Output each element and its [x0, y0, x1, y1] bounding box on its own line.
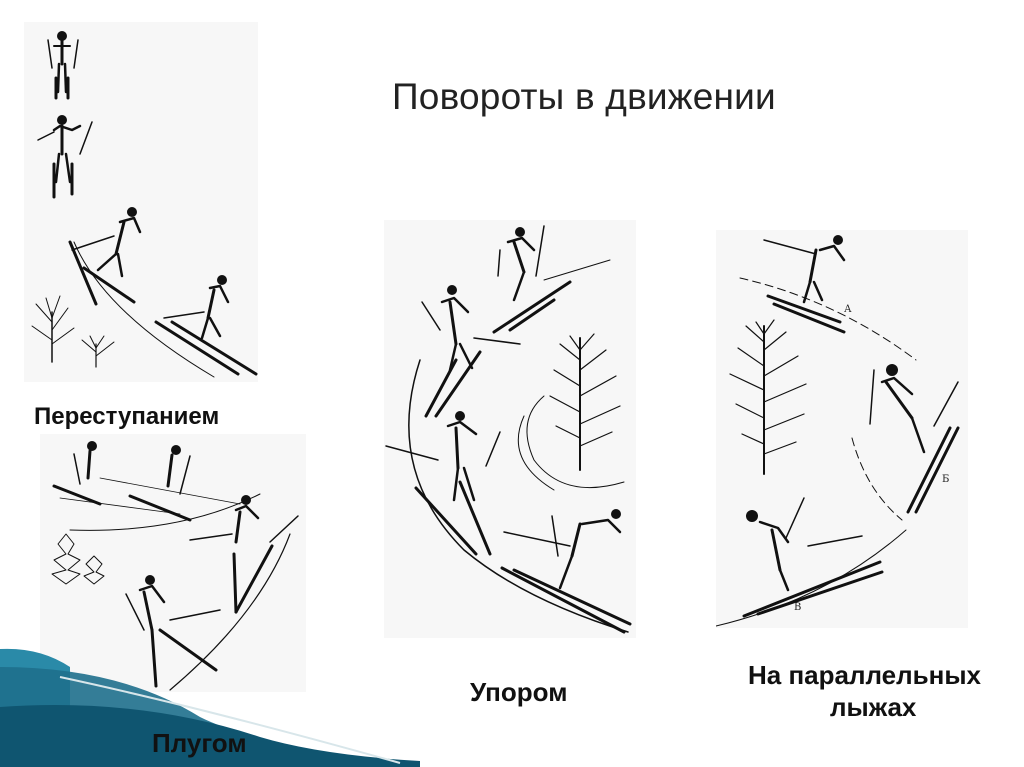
tree-icon	[549, 333, 621, 471]
skier-figure	[52, 441, 102, 506]
skier-figure	[742, 497, 884, 618]
skier-figure	[128, 445, 192, 522]
illustration-step-turn	[24, 22, 258, 382]
label-v: В	[794, 602, 801, 613]
tree-icon	[51, 533, 105, 585]
skier-figure	[739, 235, 917, 361]
skier-figure	[189, 495, 299, 614]
illustration-plow-turn	[40, 434, 306, 692]
skier-figure	[500, 509, 632, 634]
caption-step-turn: Переступанием	[34, 403, 220, 430]
decorative-wave	[0, 648, 420, 767]
caption-parallel-line1: На параллельных	[748, 660, 981, 690]
skier-figure	[385, 411, 501, 556]
illustration-parallel-turn: А Б В	[716, 230, 968, 628]
label-b: Б	[942, 474, 949, 485]
skier-figure	[421, 285, 521, 418]
skier-figure	[125, 575, 221, 688]
caption-stop-turn: Упором	[470, 677, 568, 707]
skier-figure	[869, 364, 960, 514]
skier-figure	[37, 115, 93, 199]
skier-figure	[154, 275, 258, 376]
caption-plow-turn: Плугом	[152, 728, 247, 758]
tree-icon	[31, 295, 115, 368]
skier-figure	[47, 31, 79, 100]
tree-icon	[729, 319, 807, 475]
illustration-stop-turn	[384, 220, 636, 638]
skier-figure	[492, 225, 611, 334]
slide-title: Повороты в движении	[392, 76, 776, 117]
caption-parallel-line2: лыжах	[830, 692, 917, 722]
label-a: А	[844, 304, 852, 315]
